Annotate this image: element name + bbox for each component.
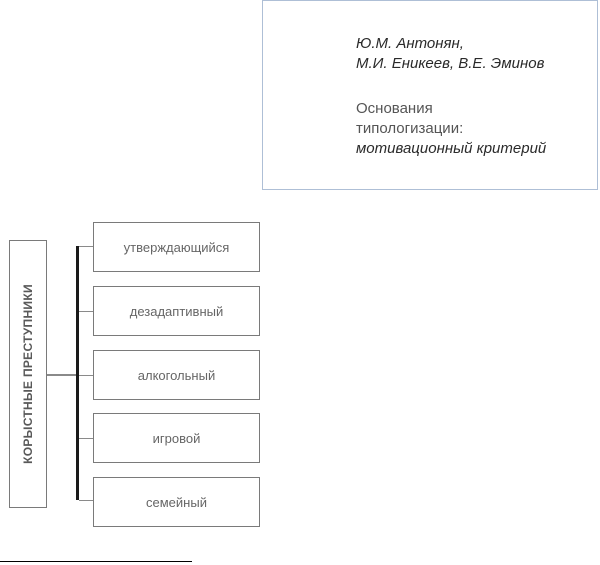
type-label: игровой	[152, 430, 201, 446]
author-line-2: М.И. Еникеев, В.Е. Эминов	[356, 55, 545, 72]
root-category-label: КОРЫСТНЫЕ ПРЕСТУПНИКИ	[21, 284, 36, 464]
author-line-1: Ю.М. Антонян,	[356, 35, 464, 52]
type-box-family: семейный	[93, 477, 260, 527]
basis-line-1: Основания	[356, 100, 433, 117]
basis-line-2: типологизации:	[356, 120, 464, 137]
tick-connector	[79, 438, 93, 439]
root-category-box: КОРЫСТНЫЕ ПРЕСТУПНИКИ	[9, 240, 47, 508]
type-label: алкогольный	[137, 367, 216, 383]
type-box-asserting: утверждающийся	[93, 222, 260, 272]
footnote-separator	[0, 561, 192, 562]
authors-info-box: Ю.М. Антонян, М.И. Еникеев, В.Е. Эминов …	[262, 0, 598, 190]
basis-criterion: мотивационный критерий	[356, 140, 547, 157]
type-label: семейный	[146, 494, 207, 510]
tick-connector	[79, 311, 93, 312]
tick-connector	[79, 246, 93, 247]
bracket-vertical-line	[76, 246, 79, 500]
authors-text: Ю.М. Антонян, М.И. Еникеев, В.Е. Эминов	[356, 34, 596, 74]
typology-basis: Основания типологизации: мотивационный к…	[356, 99, 596, 159]
type-box-maladaptive: дезадаптивный	[93, 286, 260, 336]
type-box-gambling: игровой	[93, 413, 260, 463]
tick-connector	[79, 500, 93, 501]
type-label: дезадаптивный	[129, 303, 224, 319]
type-label: утверждающийся	[123, 239, 230, 255]
root-connector	[47, 374, 77, 376]
type-box-alcoholic: алкогольный	[93, 350, 260, 400]
tick-connector	[79, 375, 93, 376]
